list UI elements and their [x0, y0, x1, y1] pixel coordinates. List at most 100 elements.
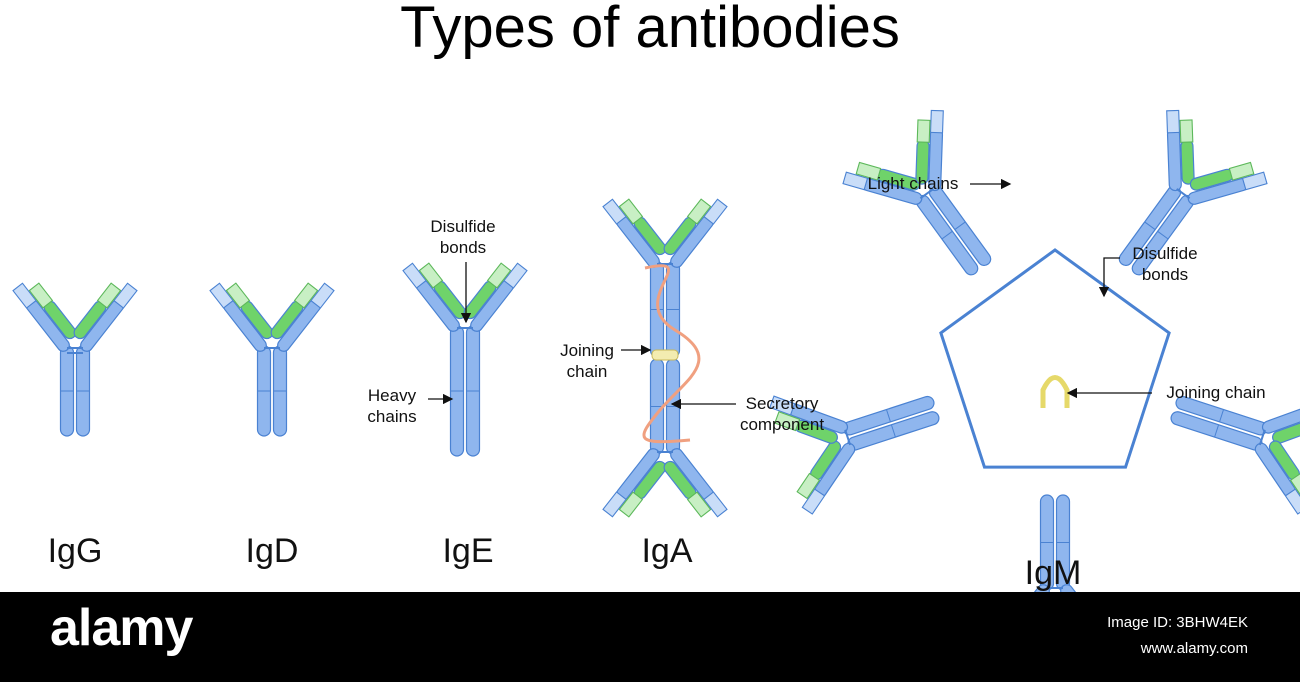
iga-lower-arm-left-heavy-tip — [602, 491, 627, 518]
igm-monomer-5-arm-right-light-tip — [916, 119, 931, 143]
igm-monomer-2-domain-line — [1214, 424, 1220, 438]
ige-antibody — [402, 262, 528, 457]
iga-lower-monomer — [602, 358, 728, 518]
igm-monomer-4-arm-right — [769, 395, 849, 444]
igm-monomer-3-arm-left — [1060, 584, 1105, 592]
label-igg: IgG — [48, 532, 103, 570]
label-igm: IgM — [1025, 554, 1082, 592]
iga-lower-arm-right-light-tip — [686, 491, 712, 518]
igg-antibody — [12, 282, 138, 437]
igm-monomer-4-arm-left — [796, 440, 856, 515]
igg-arm-right-heavy-tip — [113, 282, 138, 309]
iga-upper-arm-left-heavy-tip — [602, 198, 627, 225]
image-id-text: Image ID: 3BHW4EK — [1107, 614, 1248, 631]
label-ige: IgE — [442, 532, 493, 570]
igm-monomer-4-disulfide-bond — [844, 429, 852, 446]
igm-monomer-3-arm-left-heavy — [1060, 584, 1105, 592]
igm-monomer-4-arm-right-light-tip — [774, 411, 801, 432]
iga-upper-arm-right — [663, 198, 728, 268]
igd-arm-left — [209, 282, 274, 352]
igm-antibody — [769, 109, 1300, 592]
igm-monomer-4-domain-line — [885, 409, 891, 423]
igm-monomer-5-arm-left — [842, 161, 923, 205]
igm-monomer — [1170, 395, 1300, 515]
igm-monomer-2-arm-left-heavy — [1261, 403, 1300, 434]
callout-igm-joining-chain: Joining chain — [1166, 383, 1265, 402]
ige-arm-left-light-tip — [418, 262, 444, 289]
igm-monomer-1-arm-right-light-tip — [1228, 161, 1255, 181]
iga-antibody — [602, 198, 728, 518]
igm-monomer-2-arm-right-light-tip — [1289, 472, 1300, 500]
label-igd: IgD — [246, 532, 299, 570]
igm-monomer-1-arm-right — [1187, 161, 1268, 205]
igm-monomer-2-disulfide-bond — [1258, 429, 1266, 446]
igm-monomer-4-arm-left-heavy-tip — [801, 488, 826, 515]
igm-monomer-1-arm-left-light-tip — [1179, 119, 1194, 143]
iga-lower-arm-right — [663, 448, 728, 518]
igm-monomer-2-domain-line — [1219, 409, 1225, 423]
igm-monomer-5-domain-line — [941, 230, 953, 240]
igd-arm-right-heavy-tip — [310, 282, 335, 309]
igd-antibody — [209, 282, 335, 437]
igm-monomer — [842, 109, 992, 276]
igm-monomer-1-arm-left-heavy-tip — [1166, 109, 1181, 134]
igg-arm-left-heavy-tip — [12, 282, 37, 309]
callout-igm-light-chains: Light chains — [868, 174, 959, 193]
igg-arm-left — [12, 282, 77, 352]
iga-upper-arm-left-light-tip — [618, 198, 644, 225]
iga-joining-chain — [651, 349, 679, 361]
igd-arm-left-heavy-tip — [209, 282, 234, 309]
igm-monomer-1-domain-line — [1144, 221, 1156, 230]
iga-upper-arm-right-light-tip — [686, 198, 712, 225]
igm-monomer-4-arm-left-light-tip — [796, 472, 821, 500]
site-url: www.alamy.com — [1140, 640, 1248, 657]
igm-joining-chain — [1040, 375, 1070, 408]
igm-disulfide-ring — [939, 248, 1171, 469]
igm-monomer-5-arm-right-heavy-tip — [929, 109, 944, 134]
ige-arm-left — [402, 262, 467, 332]
igm-monomer-5-arm-right — [915, 109, 944, 192]
igm-monomer-1-arm-right-heavy-tip — [1241, 171, 1268, 191]
igm-monomer-1-disulfide-bond — [1176, 188, 1191, 200]
igg-arm-left-light-tip — [28, 282, 54, 309]
footer-bar: alamy Image ID: 3BHW4EK www.alamy.com — [0, 592, 1300, 682]
igm-monomer-2-arm-left — [1261, 403, 1300, 444]
ige-arm-right — [463, 262, 528, 332]
igm-monomer — [1005, 494, 1105, 592]
ige-arm-left-heavy-tip — [402, 262, 427, 289]
arrow-igm-disulfide — [1098, 257, 1120, 298]
igm-monomer-5-domain-line — [954, 221, 966, 230]
igm-monomer-2-arm-right-heavy-tip — [1284, 488, 1300, 515]
brand-logo: alamy — [50, 599, 193, 657]
igd-arm-right — [270, 282, 335, 352]
iga-lower-arm-left — [602, 448, 667, 518]
igm-monomer-5-arm-left-heavy-tip — [842, 171, 869, 191]
igd-arm-left-light-tip — [225, 282, 251, 309]
igg-arm-right-light-tip — [96, 282, 122, 309]
iga-upper-arm-right-heavy-tip — [703, 198, 728, 225]
iga-upper-arm-left — [602, 198, 667, 268]
igm-monomer-3-arm-right-heavy — [1005, 584, 1050, 592]
igm-monomer-1-arm-left-light — [1180, 139, 1195, 185]
iga-lower-arm-left-light-tip — [618, 491, 644, 518]
igm-monomer-5-disulfide-bond — [919, 188, 934, 200]
page-title: Types of antibodies — [400, 0, 900, 60]
ige-arm-right-light-tip — [486, 262, 512, 289]
igd-arm-right-light-tip — [293, 282, 319, 309]
igm-monomer-3-arm-right — [1005, 584, 1050, 592]
igm-monomer-5-arm-left-light-tip — [855, 161, 882, 181]
ige-arm-right-heavy-tip — [503, 262, 528, 289]
igm-monomer — [1118, 109, 1268, 276]
label-iga: IgA — [641, 532, 692, 570]
igm-monomer-1-arm-left — [1166, 109, 1195, 192]
iga-secretory-component — [642, 264, 701, 444]
igm-monomer-4-domain-line — [890, 424, 896, 438]
igm-monomer-4-arm-right-heavy-tip — [769, 395, 796, 416]
